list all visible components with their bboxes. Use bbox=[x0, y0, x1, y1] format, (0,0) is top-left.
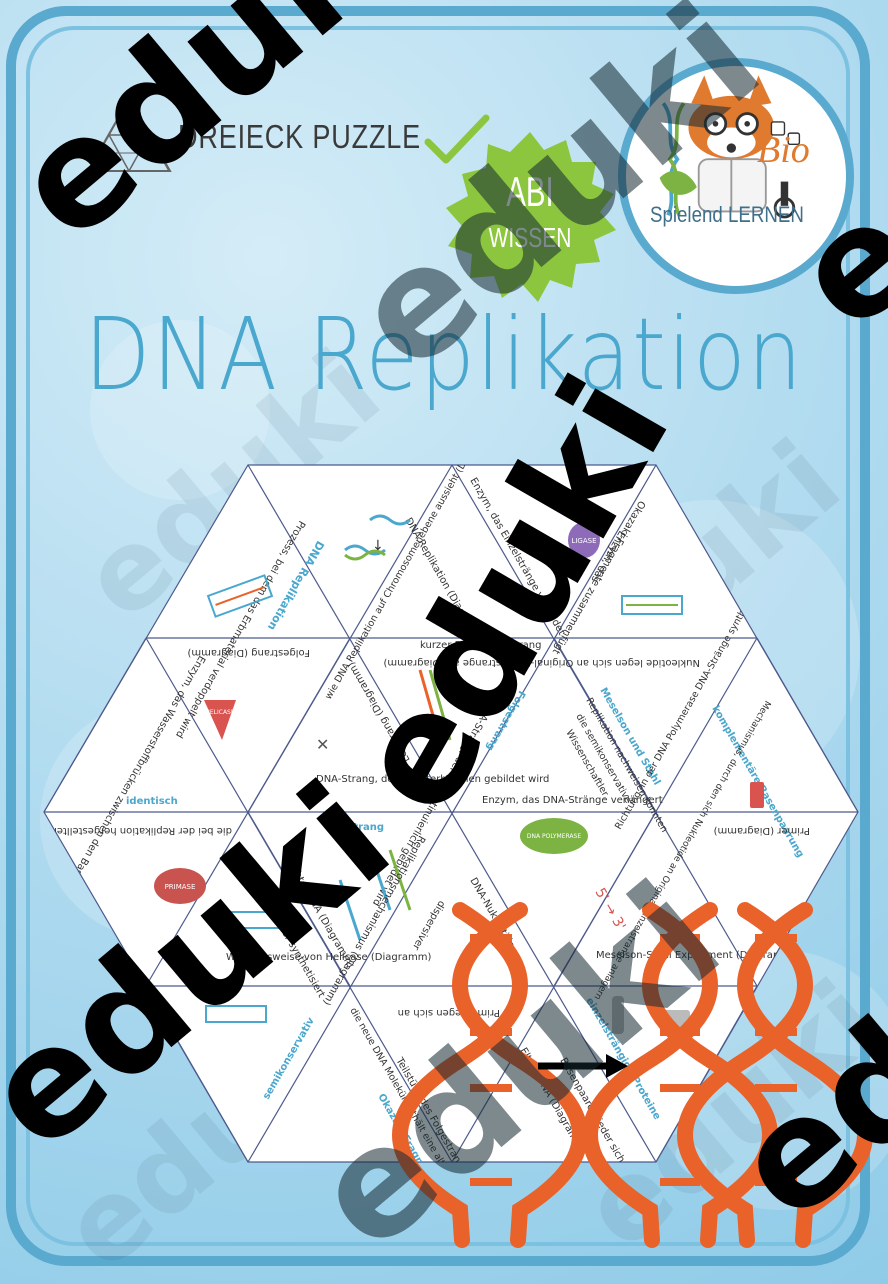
okazaki-diagram-icon bbox=[621, 595, 683, 615]
tile-text: Nukleotide legen sich an Original-Einzel… bbox=[383, 657, 700, 668]
dna-helix-right-icon bbox=[677, 902, 813, 1248]
tile-text: Enzym, das DNA-Stränge verlängert bbox=[482, 795, 663, 806]
polymerase-icon bbox=[520, 818, 588, 854]
helicase-label: HELICASE bbox=[205, 709, 235, 716]
badge-label-abi: ABI bbox=[506, 168, 554, 215]
tile-text: DNA-Strang, der ununterbrochen gebildet … bbox=[316, 774, 549, 785]
tile-text: die bei der Replikation hergestellten To… bbox=[0, 825, 232, 836]
ligase-icon bbox=[568, 522, 600, 558]
background-bubble bbox=[90, 320, 270, 500]
tochter-dna-icon bbox=[338, 849, 412, 941]
fox-scientist-icon bbox=[659, 75, 801, 219]
helicase-icon bbox=[204, 700, 236, 740]
triangle-logo-icon bbox=[86, 96, 172, 172]
tile-text: Primer (Diagramm) bbox=[713, 825, 810, 836]
dna-diagram-icon bbox=[206, 574, 274, 618]
svg-text:↓: ↓ bbox=[372, 538, 384, 554]
ligase-label: LIGASE bbox=[571, 537, 596, 545]
dna-helix-left-icon bbox=[392, 902, 528, 1248]
primase-icon bbox=[154, 868, 206, 904]
brand-logo bbox=[618, 58, 854, 294]
tile-label: identisch bbox=[126, 796, 178, 807]
checkmark-icon bbox=[424, 114, 490, 164]
tile-text: Primer legen sich an bbox=[398, 1007, 500, 1018]
brand-bio-label: Bio bbox=[757, 129, 810, 171]
dna-helix-middle-icon bbox=[582, 902, 718, 1248]
puzzle-grid-lines bbox=[43, 464, 859, 1163]
abi-badge-icon bbox=[446, 132, 616, 302]
page-frame-outer bbox=[6, 6, 870, 1266]
arrow-right-icon bbox=[538, 1054, 628, 1078]
tile-text: Wirkungsweise von Helicase (Diagramm) bbox=[226, 952, 431, 963]
tile-label: Leitstrang bbox=[326, 822, 384, 833]
leitstrang-diagram-icon bbox=[418, 669, 452, 741]
primase-label: PRIMASE bbox=[165, 883, 196, 891]
polymerase-label: DNA POLYMERASE bbox=[527, 833, 581, 840]
brand-tagline: Spielend LERNEN bbox=[650, 202, 804, 227]
helicase-diagram-icon bbox=[227, 911, 279, 929]
tile-text: Folgestrang (Diagramm) bbox=[187, 647, 310, 658]
primer-tube-icon bbox=[750, 782, 764, 808]
puzzle-type-title: DREIECK PUZZLE bbox=[178, 118, 422, 155]
page-frame-inner bbox=[26, 26, 850, 1246]
tile-text: kurzer DNA Einzelstrang bbox=[420, 640, 542, 651]
chromosome-icon: ✕ bbox=[316, 735, 329, 754]
page-title: DNA Replikation bbox=[84, 296, 804, 413]
badge-label-wissen: WISSEN bbox=[488, 222, 572, 253]
dna-replication-diagram-icon: ↓ bbox=[344, 514, 411, 561]
semikonservativ-diagram-icon bbox=[205, 1005, 267, 1023]
